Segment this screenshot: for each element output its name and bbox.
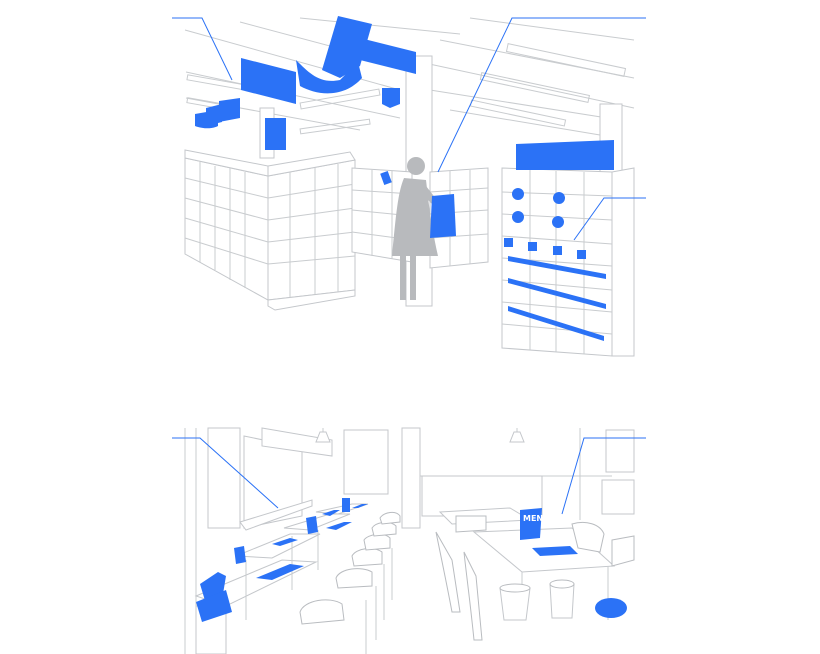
- restaurant-scene: MENU: [172, 427, 646, 654]
- left-shelf-unit: [184, 149, 356, 311]
- shelf-wobblers: [504, 188, 606, 341]
- shopper-figure: [380, 157, 456, 300]
- pendant-lamps: [315, 428, 525, 443]
- store-scene: [172, 16, 646, 357]
- hanging-banners: [195, 16, 614, 170]
- restaurant-callouts: [172, 437, 646, 515]
- store-callouts: [172, 17, 646, 241]
- restaurant-walls: [184, 427, 635, 654]
- menu-stand-text: MENU: [523, 514, 550, 523]
- ceiling-lights: [184, 17, 635, 136]
- restaurant-pop-items: MENU: [196, 498, 627, 622]
- left-chairs: [299, 511, 401, 654]
